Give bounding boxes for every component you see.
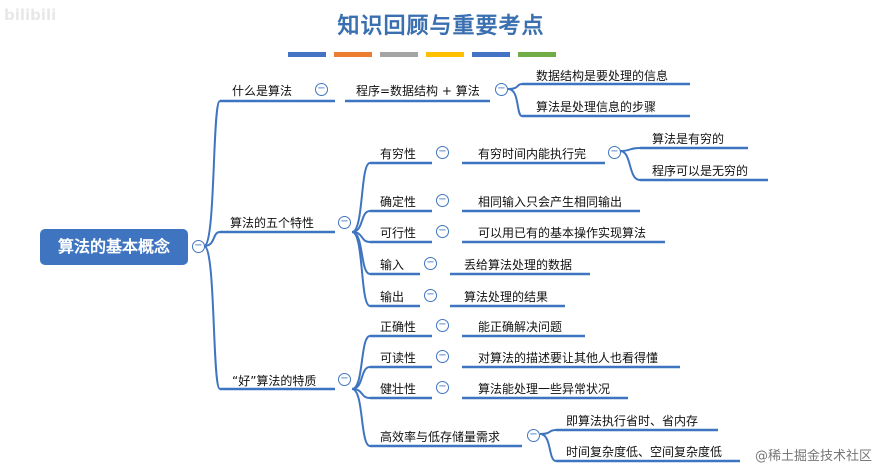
root-topic[interactable]: 算法的基本概念	[40, 229, 188, 265]
collapse-correctness-button[interactable]: −	[436, 319, 449, 332]
swatch-2	[380, 52, 418, 57]
collapse-five-properties-button[interactable]: −	[338, 216, 351, 229]
branch-what-is-algorithm[interactable]: 什么是算法	[232, 84, 293, 98]
program-equation[interactable]: 程序=数据结构 + 算法	[356, 84, 480, 98]
swatch-0	[288, 52, 326, 57]
leaf-data-structure[interactable]: 数据结构是要处理的信息	[536, 69, 669, 83]
desc-correctness[interactable]: 能正确解决问题	[478, 320, 563, 334]
collapse-what-is-button[interactable]: −	[315, 83, 328, 96]
trait-readability[interactable]: 可读性	[380, 351, 417, 365]
trait-efficiency[interactable]: 高效率与低存储量需求	[380, 430, 501, 444]
swatch-4	[472, 52, 510, 57]
collapse-feasibility-button[interactable]: −	[436, 225, 449, 238]
leaf-complexity-low[interactable]: 时间复杂度低、空间复杂度低	[566, 445, 723, 459]
swatch-5	[518, 52, 556, 57]
collapse-root-button[interactable]: −	[192, 240, 205, 253]
swatch-3	[426, 52, 464, 57]
collapse-readability-button[interactable]: −	[436, 350, 449, 363]
swatch-1	[334, 52, 372, 57]
desc-input[interactable]: 丢给算法处理的数据	[464, 258, 573, 272]
page-title: 知识回顾与重要考点	[337, 14, 545, 39]
desc-definiteness[interactable]: 相同输入只会产生相同输出	[478, 195, 623, 209]
watermark-text: @稀土掘金技术社区	[754, 449, 872, 464]
prop-definiteness[interactable]: 确定性	[380, 195, 417, 209]
collapse-efficiency-button[interactable]: −	[527, 429, 540, 442]
desc-output[interactable]: 算法处理的结果	[464, 290, 549, 304]
leaf-algorithm-steps[interactable]: 算法是处理信息的步骤	[536, 100, 657, 114]
collapse-equation-button[interactable]: −	[495, 83, 508, 96]
collapse-definiteness-button[interactable]: −	[436, 194, 449, 207]
prop-input[interactable]: 输入	[380, 258, 405, 272]
collapse-input-button[interactable]: −	[424, 257, 437, 270]
trait-robustness[interactable]: 健壮性	[380, 382, 417, 396]
leaf-time-memory[interactable]: 即算法执行省时、省内存	[566, 414, 699, 428]
desc-finiteness[interactable]: 有穷时间内能执行完	[478, 147, 587, 161]
collapse-finiteness-button[interactable]: −	[436, 146, 449, 159]
prop-finiteness[interactable]: 有穷性	[380, 147, 417, 161]
color-swatch-bar	[288, 52, 556, 57]
branch-five-properties[interactable]: 算法的五个特性	[230, 216, 315, 230]
trait-correctness[interactable]: 正确性	[380, 320, 417, 334]
leaf-program-infinite[interactable]: 程序可以是无穷的	[652, 164, 749, 178]
leaf-algorithm-finite[interactable]: 算法是有穷的	[652, 132, 725, 146]
collapse-robustness-button[interactable]: −	[436, 381, 449, 394]
desc-robustness[interactable]: 算法能处理一些异常状况	[478, 382, 611, 396]
collapse-finiteness-desc-button[interactable]: −	[608, 146, 621, 159]
collapse-output-button[interactable]: −	[424, 289, 437, 302]
desc-readability[interactable]: 对算法的描述要让其他人也看得懂	[478, 351, 659, 365]
bilibili-logo: bilibili	[4, 6, 57, 24]
collapse-good-algorithm-button[interactable]: −	[338, 373, 351, 386]
prop-output[interactable]: 输出	[380, 290, 405, 304]
prop-feasibility[interactable]: 可行性	[380, 226, 417, 240]
branch-good-algorithm[interactable]: “好”算法的特质	[232, 374, 317, 388]
desc-feasibility[interactable]: 可以用已有的基本操作实现算法	[478, 226, 647, 240]
